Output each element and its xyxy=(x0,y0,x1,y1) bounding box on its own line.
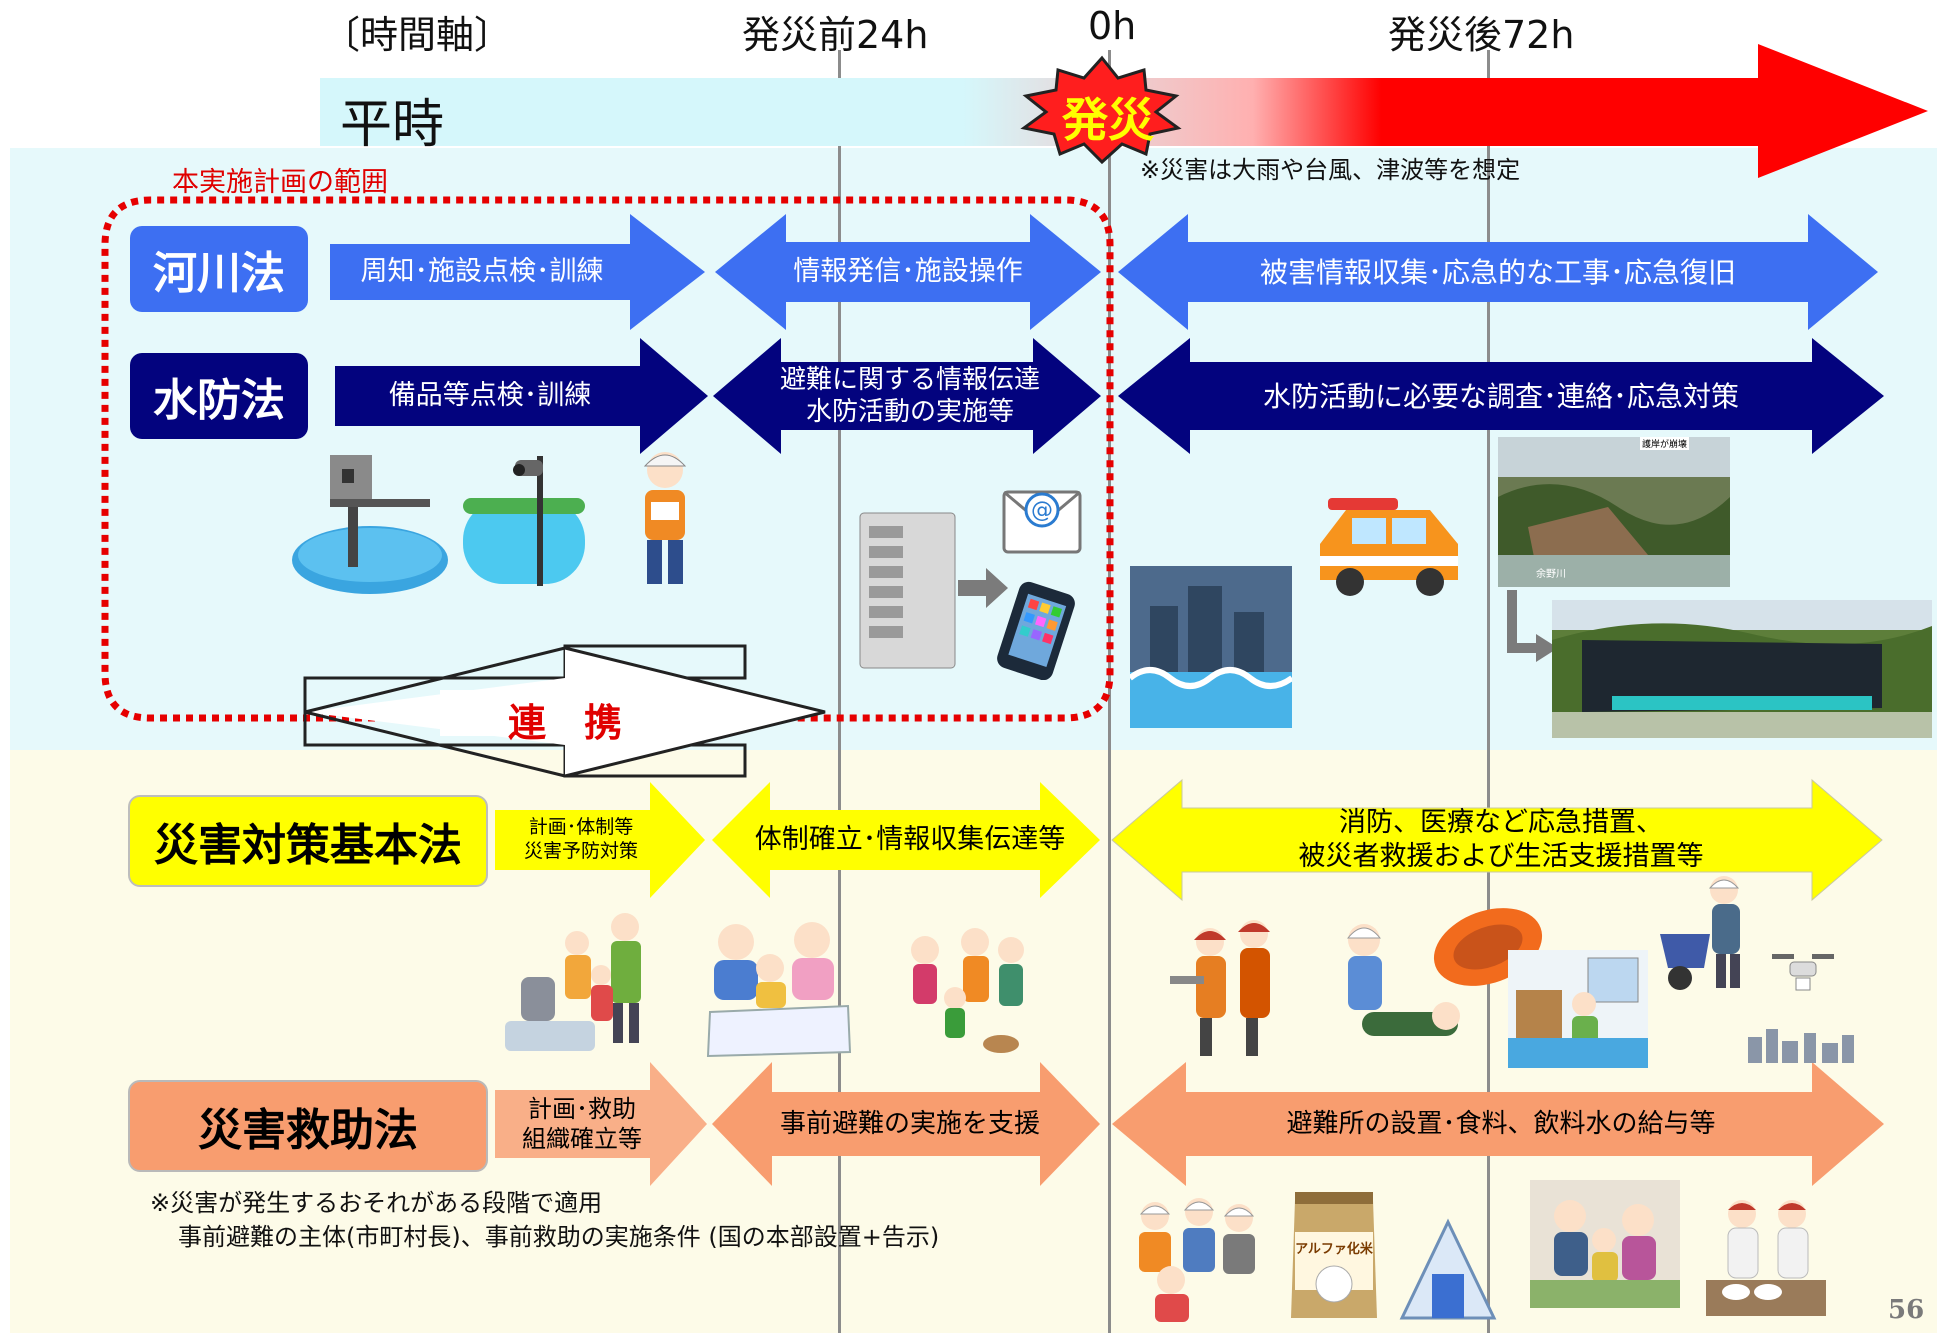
relief-arrow-phase1 xyxy=(495,1062,707,1186)
email-icon: @ xyxy=(1002,490,1082,554)
cooperation-label-bg xyxy=(440,690,690,736)
timeline-arrow xyxy=(320,44,1928,178)
drone-icon xyxy=(1772,954,1834,991)
patrol-car-icon xyxy=(1320,498,1458,596)
photo-caption-river: 余野川 xyxy=(1536,569,1566,580)
family-emergency-kit-icon xyxy=(505,913,641,1051)
evacuating-family-icon xyxy=(911,928,1024,1053)
family-hazard-map-icon xyxy=(706,922,852,1057)
relief-note-1: ※災害が発生するおそれがある段階で適用 xyxy=(150,1189,603,1217)
river-camera-icon xyxy=(463,456,585,586)
svg-text:@: @ xyxy=(1031,498,1053,523)
page-number: 56 xyxy=(1888,1295,1925,1325)
cooperation-arrow xyxy=(303,644,747,778)
disaster-note: ※災害は大雨や台風、津波等を想定 xyxy=(1140,156,1521,184)
disaster-label: 発災 xyxy=(1062,93,1154,147)
damaged-town-icon xyxy=(1748,1029,1854,1063)
flood-arrow-phase2 xyxy=(713,338,1101,454)
law-box-flood: 水防法 xyxy=(130,353,308,439)
timeline-line-0h xyxy=(1108,50,1111,1333)
before-after-arrow-icon xyxy=(1507,590,1558,662)
flood-arrow-phase1 xyxy=(335,338,708,454)
firefighters-icon xyxy=(1170,920,1270,1056)
basic-arrow-phase3 xyxy=(1111,778,1883,902)
scope-boundary xyxy=(101,196,1114,722)
basic-arrow-phase2 xyxy=(712,782,1100,898)
food-distribution-icon xyxy=(1706,1200,1826,1316)
time-axis-label: 〔時間軸〕 xyxy=(322,13,513,57)
cooperation-label: 連 携 xyxy=(507,701,622,745)
peacetime-label: 平時 xyxy=(340,95,445,155)
flood-city-icon xyxy=(1130,566,1292,728)
flooded-house-icon xyxy=(1508,950,1648,1068)
restored-riverbank-photo xyxy=(1552,600,1932,738)
relief-note-2: 事前避難の主体(市町村長)、事前救助の実施条件 (国の本部設置+告示) xyxy=(178,1223,940,1251)
river-arrow-phase2 xyxy=(715,214,1101,330)
volunteer-cleanup-icon xyxy=(1660,876,1740,990)
photo-caption-collapse: 護岸が崩壊 xyxy=(1640,437,1690,450)
law-box-basic: 災害対策基本法 xyxy=(128,795,488,887)
law-box-relief: 災害救助法 xyxy=(128,1080,488,1172)
label-24h-before: 発災前24h xyxy=(742,13,929,57)
evacuees-group-icon xyxy=(1139,1198,1255,1322)
first-aid-icon xyxy=(1346,924,1460,1036)
transfer-arrow-icon xyxy=(958,568,1008,608)
water-gauge-station-icon xyxy=(292,455,448,594)
shelter-tent-icon xyxy=(1399,1218,1497,1320)
emergency-food-icon xyxy=(1291,1192,1377,1318)
river-arrow-phase1 xyxy=(330,214,705,330)
timeline-line-24h-before xyxy=(838,50,841,1333)
smartphone-icon xyxy=(997,581,1075,680)
label-72h-after: 発災後72h xyxy=(1388,13,1575,57)
basic-arrow-phase1 xyxy=(495,782,705,898)
timeline-line-72h-after xyxy=(1487,50,1490,1333)
food-label: アルファ化米 xyxy=(1295,1242,1373,1257)
river-arrow-phase3 xyxy=(1118,214,1878,330)
scope-label: 本実施計画の範囲 xyxy=(172,167,388,198)
riverbank-collapse-photo xyxy=(1498,437,1730,587)
relief-arrow-phase2 xyxy=(712,1062,1100,1186)
label-0h: 0h xyxy=(1088,4,1137,48)
relief-arrow-phase3 xyxy=(1112,1062,1884,1186)
server-icon xyxy=(859,512,956,669)
flood-arrow-phase3 xyxy=(1118,338,1884,454)
shelter-family-icon xyxy=(1530,1180,1680,1308)
disaster-burst-icon xyxy=(1020,55,1182,165)
flood-worker-icon xyxy=(643,452,687,584)
law-box-river: 河川法 xyxy=(130,226,308,312)
